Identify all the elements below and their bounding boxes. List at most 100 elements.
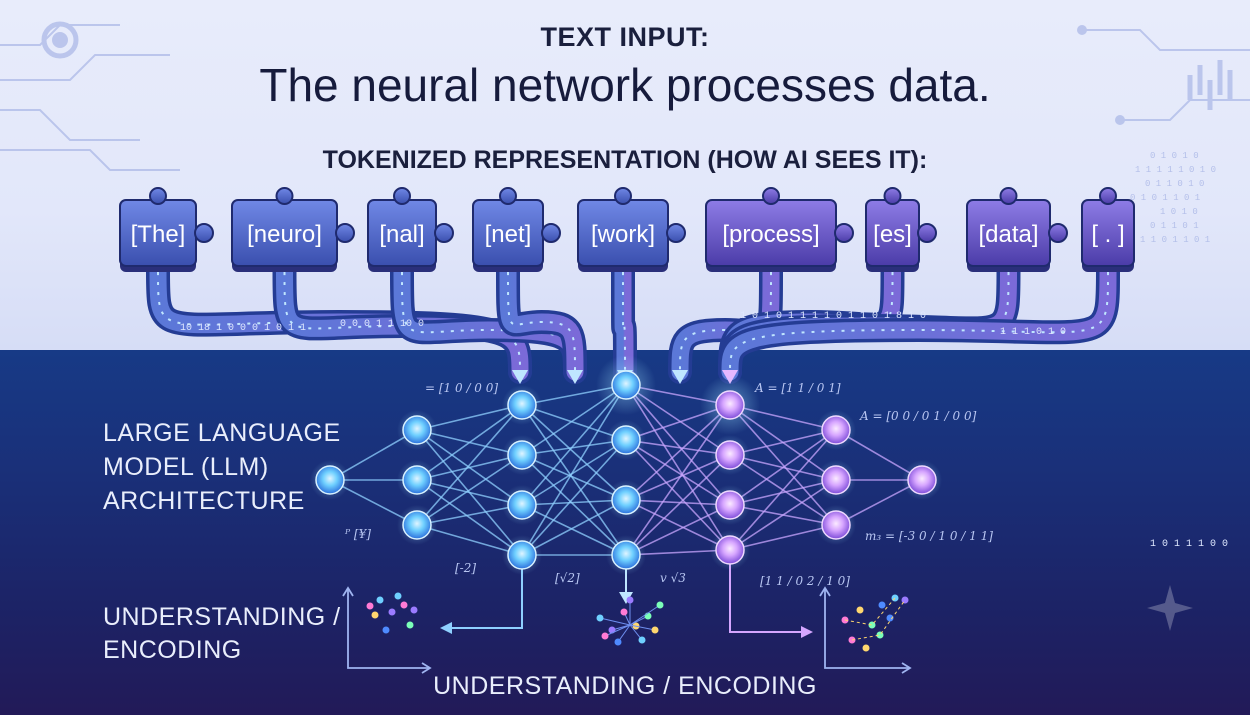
math-label-m4: m₃ = [-3 0 / 1 0 / 1 1] bbox=[865, 529, 993, 543]
token-piece: [The] bbox=[119, 187, 214, 272]
token-piece: [ . ] bbox=[1081, 187, 1135, 272]
token-label: [nal] bbox=[379, 221, 424, 248]
architecture-label-line1: LARGE LANGUAGE bbox=[103, 419, 341, 447]
scatter-plot-left bbox=[342, 586, 432, 674]
token-tab bbox=[335, 223, 355, 243]
binary-string-c: 1 0 1 0 1 1 1 1 0 1 1 0 1 8 1 0 bbox=[740, 311, 926, 322]
plot-point bbox=[371, 611, 379, 619]
cable-data-flow bbox=[507, 271, 576, 373]
network-edge bbox=[416, 404, 523, 526]
token-piece: [work] bbox=[577, 187, 686, 272]
network-node bbox=[315, 465, 345, 495]
plot-link bbox=[629, 624, 656, 631]
network-node bbox=[611, 370, 641, 400]
neural-network bbox=[310, 355, 942, 638]
math-label-sqrt3: v √3 bbox=[660, 571, 686, 585]
network-edge bbox=[416, 404, 523, 481]
understanding-left-line1: UNDERSTANDING / bbox=[103, 603, 341, 631]
network-node bbox=[402, 415, 432, 445]
svg-text:0 1 1 0 1 0: 0 1 1 0 1 0 bbox=[1145, 179, 1204, 189]
token-knob bbox=[999, 187, 1018, 205]
plot-link bbox=[844, 597, 906, 641]
token-piece: [neuro] bbox=[231, 187, 355, 272]
network-node bbox=[821, 510, 851, 540]
plot-axis-arrow-icon bbox=[901, 662, 912, 674]
token-cables bbox=[146, 260, 1120, 384]
binary-decoration-right: 0 1 0 1 0 1 1 1 1 1 0 1 0 0 1 1 0 1 0 0 … bbox=[1130, 151, 1216, 245]
network-nodes bbox=[310, 355, 942, 575]
network-edge bbox=[521, 404, 627, 556]
token-tab bbox=[194, 223, 214, 243]
plot-point bbox=[366, 602, 374, 610]
network-edge bbox=[729, 479, 837, 551]
network-node bbox=[715, 535, 745, 565]
plot-point bbox=[410, 606, 418, 614]
plot-point bbox=[868, 621, 876, 629]
plot-point bbox=[856, 606, 864, 614]
network-edge bbox=[625, 454, 731, 556]
token-knob bbox=[275, 187, 294, 205]
left-arrow-icon bbox=[440, 622, 452, 634]
token-knob bbox=[1099, 187, 1117, 205]
svg-text:1 0 1 0: 1 0 1 0 bbox=[1160, 207, 1198, 217]
token-piece: [es] bbox=[865, 187, 937, 272]
circuit-decoration-left bbox=[0, 21, 180, 171]
network-node bbox=[907, 465, 937, 495]
network-node bbox=[611, 485, 641, 515]
input-sentence: The neural network processes data. bbox=[259, 59, 991, 111]
network-node bbox=[507, 540, 537, 570]
plot-point bbox=[626, 596, 634, 604]
token-knob bbox=[393, 187, 411, 205]
network-edge bbox=[729, 429, 837, 506]
token-label: [work] bbox=[591, 221, 655, 248]
token-tab bbox=[434, 223, 454, 243]
token-knob bbox=[614, 187, 632, 205]
token-label: [data] bbox=[978, 221, 1038, 248]
token-label: [The] bbox=[131, 221, 186, 248]
scatter-plot-right bbox=[819, 586, 912, 674]
plot-point bbox=[596, 614, 604, 622]
plot-axis-arrow-icon bbox=[421, 662, 432, 674]
plot-link bbox=[599, 617, 631, 626]
token-row: [The][neuro][nal][net][work][process][es… bbox=[119, 187, 1135, 272]
scatter-plots bbox=[342, 586, 912, 674]
plot-point bbox=[638, 636, 646, 644]
cable-arrow-icon bbox=[672, 370, 688, 384]
token-tab bbox=[666, 223, 686, 243]
network-edge bbox=[521, 439, 627, 506]
plot-point bbox=[878, 601, 886, 609]
network-node bbox=[821, 415, 851, 445]
network-node bbox=[821, 465, 851, 495]
svg-text:0 1 1 0 1: 0 1 1 0 1 bbox=[1150, 221, 1199, 231]
cable-arrow-icon bbox=[512, 370, 528, 384]
down-arrow-icon bbox=[619, 592, 633, 604]
plot-point bbox=[651, 626, 659, 634]
math-label-m5: [1 1 / 0 2 / 1 0] bbox=[760, 574, 850, 588]
token-tab bbox=[834, 223, 854, 243]
plot-axes bbox=[824, 588, 910, 669]
network-edge bbox=[416, 479, 523, 556]
token-label: [net] bbox=[485, 221, 532, 248]
tokenized-label: TOKENIZED REPRESENTATION (HOW AI SEES IT… bbox=[322, 146, 928, 174]
token-knob bbox=[149, 187, 167, 205]
circuit-decoration-right bbox=[1077, 25, 1250, 125]
plot-point bbox=[400, 601, 408, 609]
plot-axes bbox=[347, 588, 430, 669]
token-label: [neuro] bbox=[247, 221, 322, 248]
network-node bbox=[507, 440, 537, 470]
plot-point bbox=[406, 621, 414, 629]
token-tab bbox=[1048, 223, 1068, 243]
network-node bbox=[402, 510, 432, 540]
cable-data-flow bbox=[283, 271, 521, 373]
plot-point bbox=[394, 592, 402, 600]
math-label-sqrt2: [√2] bbox=[555, 571, 580, 585]
token-piece: [nal] bbox=[367, 187, 454, 272]
token-knob bbox=[762, 187, 780, 205]
scatter-plot-center bbox=[596, 596, 664, 646]
left-arrow-line bbox=[448, 560, 523, 629]
plot-axis-arrow-icon bbox=[819, 586, 831, 597]
network-node bbox=[402, 465, 432, 495]
network-node bbox=[715, 390, 745, 420]
token-tab bbox=[541, 223, 561, 243]
